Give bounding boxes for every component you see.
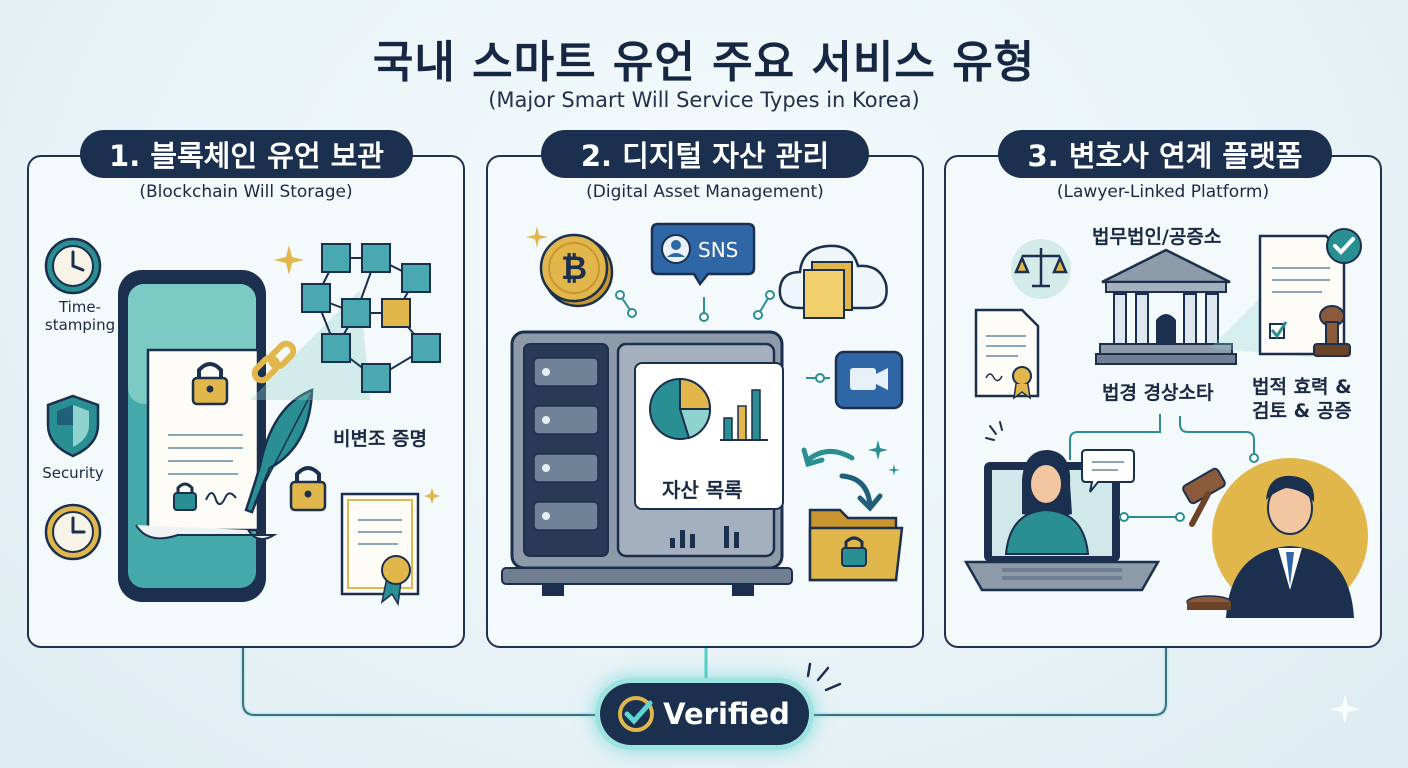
- svg-text:₿: ₿: [561, 249, 587, 287]
- checkmark-icon: [1326, 228, 1362, 264]
- courthouse-icon: [1095, 248, 1237, 365]
- page-title: 국내 스마트 유언 주요 서비스 유형: [372, 37, 1036, 88]
- security-label: Security: [42, 464, 104, 482]
- quill-icon: [244, 388, 314, 514]
- sparkle-icon: [526, 226, 548, 248]
- pie-chart-icon: [649, 377, 712, 440]
- light-beam: [250, 290, 370, 400]
- connector-dot-line: [1119, 512, 1185, 522]
- lawyer-icon: [1212, 458, 1368, 618]
- connector-dots: [615, 290, 775, 322]
- law-firm-label: 법무법인/공증소: [1092, 226, 1222, 248]
- clock-icon: [44, 237, 102, 295]
- padlock-icon: [289, 466, 327, 512]
- panel-3-title: 3. 변호사 연계 플랫폼: [998, 130, 1332, 178]
- panel-2-title: 2. 디지털 자산 관리: [541, 130, 869, 178]
- sync-arrows-icon: [801, 440, 900, 512]
- page-subtitle: (Major Smart Will Service Types in Korea…: [488, 88, 920, 112]
- document-icon: [974, 308, 1040, 400]
- panel-3-subtitle: (Lawyer-Linked Platform): [1056, 182, 1270, 202]
- verified-label: Verified: [663, 697, 790, 731]
- scales-icon: [1011, 239, 1071, 299]
- sparkle-icon: [424, 488, 440, 504]
- folder-icon: [808, 508, 904, 582]
- padlock-icon: [173, 482, 197, 511]
- sparkle-icon: [1330, 694, 1360, 724]
- gavel-block-icon: [1186, 595, 1232, 610]
- chat-bubble-icon: [1081, 449, 1135, 493]
- stamp-icon: [1313, 305, 1351, 357]
- bitcoin-icon: ₿: [539, 233, 614, 308]
- sns-bubble: [650, 222, 756, 287]
- sparkle-lines: [985, 421, 1003, 441]
- verified-badge: Verified: [600, 683, 809, 745]
- sns-label: SNS: [698, 238, 739, 262]
- bar-chart-icon: [720, 389, 768, 441]
- panel-1-subtitle: (Blockchain Will Storage): [139, 182, 353, 202]
- connector-lines: [1069, 414, 1259, 463]
- sparkle-icon: [274, 245, 304, 275]
- tamper-proof-label: 비변조 증명: [333, 428, 428, 450]
- gavel-icon: [1182, 467, 1226, 527]
- chain-link-icon: [251, 340, 297, 384]
- cloud-icon: [778, 244, 888, 319]
- woman-avatar: [1004, 450, 1090, 555]
- shield-icon: [46, 394, 100, 458]
- certificate-icon: [340, 492, 420, 607]
- asset-list-label: 자산 목록: [662, 478, 743, 502]
- video-icon: [806, 350, 904, 410]
- padlock-icon: [191, 362, 229, 406]
- approved-document-icon: [1258, 234, 1346, 356]
- legal-review-label: 법적 효력 & 검토 & 공증: [1252, 376, 1352, 422]
- panel-2-subtitle: (Digital Asset Management): [586, 182, 824, 202]
- will-document-icon: [135, 348, 278, 540]
- mini-bar-chart: [670, 526, 739, 548]
- clock-icon: [44, 503, 102, 561]
- checkmark-icon: [618, 696, 654, 732]
- timestamping-label: Time- stamping: [44, 298, 116, 334]
- blockchain-icon: [301, 243, 441, 393]
- statutory-witness-label: 법경 경상소타: [1102, 382, 1214, 404]
- panel-1-title: 1. 블록체인 유언 보관: [80, 130, 413, 178]
